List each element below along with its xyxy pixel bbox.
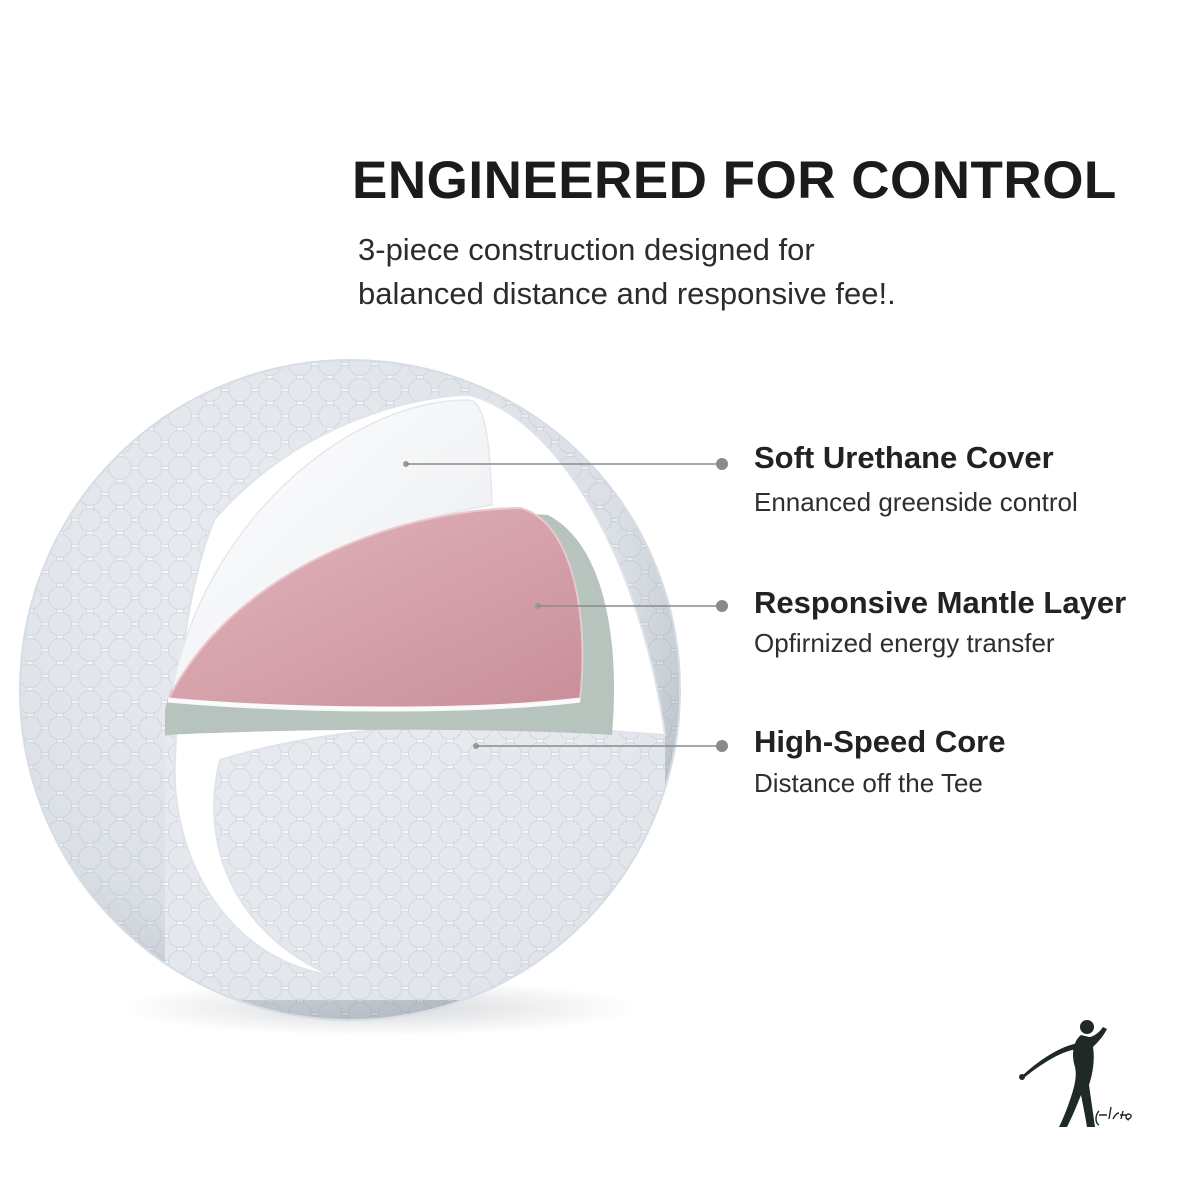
leader-line-core [473,740,728,752]
subtitle-line-1: 3-piece construction designed for [358,232,815,267]
callout-cover-title: Soft Urethane Cover [754,440,1054,475]
page-subtitle: 3-piece construction designed for balanc… [358,228,896,316]
leader-line-mantle [535,600,728,612]
callout-core-description: Distance off the Tee [754,768,983,798]
leader-line-cover [403,458,728,470]
callout-cover-description: Ennanced greenside control [754,487,1078,517]
callout-mantle-title: Responsive Mantle Layer [754,585,1127,620]
page-title: ENGINEERED FOR CONTROL [352,151,1117,210]
subtitle-line-2: balanced distance and responsive fee!. [358,276,896,311]
golfer-silhouette-icon [1019,1020,1132,1127]
callout-mantle-description: Opfirnized energy transfer [754,628,1055,658]
callout-core-title: High-Speed Core [754,724,1006,759]
